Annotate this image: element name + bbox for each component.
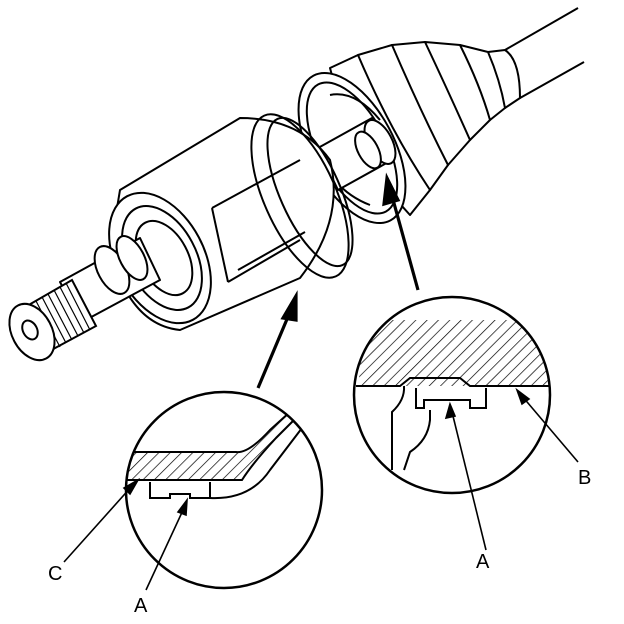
drive-shaft — [504, 7, 585, 99]
callout-pointers — [63, 387, 579, 591]
detail-circle-right — [352, 295, 552, 495]
callout-label-a-left: A — [134, 595, 148, 617]
detail-leader-arrows — [256, 172, 420, 389]
callout-label-c: C — [48, 563, 62, 585]
callout-label-b: B — [578, 467, 591, 489]
detail-circle-left — [124, 390, 324, 590]
callout-label-a-right: A — [476, 551, 490, 573]
spline-end — [8, 278, 98, 362]
stub-shaft — [59, 235, 161, 323]
